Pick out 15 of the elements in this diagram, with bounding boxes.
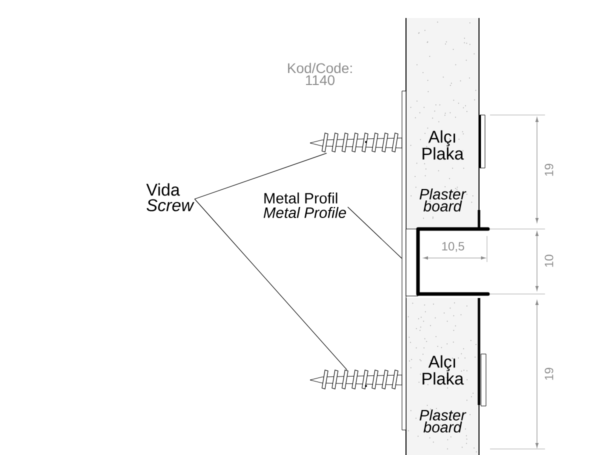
- dimension-label: 19: [544, 164, 554, 176]
- leader-line: [194, 152, 327, 200]
- code-label: Kod/Code: 1140: [288, 62, 352, 86]
- leader-line: [194, 198, 348, 370]
- screw-drawing: [310, 132, 402, 152]
- dimension-label: 19: [544, 368, 554, 380]
- dimension-label: 10: [544, 254, 554, 267]
- screw-drawing: [310, 370, 402, 390]
- plasterboard: Alçı Plaka Plaster board: [406, 298, 480, 455]
- callout-text: Vida Screw: [146, 183, 194, 212]
- callout-text: Metal Profil Metal Profile: [264, 192, 346, 218]
- dimension-label: 10,5: [442, 242, 464, 252]
- metal-profile-drawing: [402, 90, 490, 430]
- plasterboard: Alçı Plaka Plaster board: [406, 18, 480, 230]
- leader-line: [347, 206, 402, 259]
